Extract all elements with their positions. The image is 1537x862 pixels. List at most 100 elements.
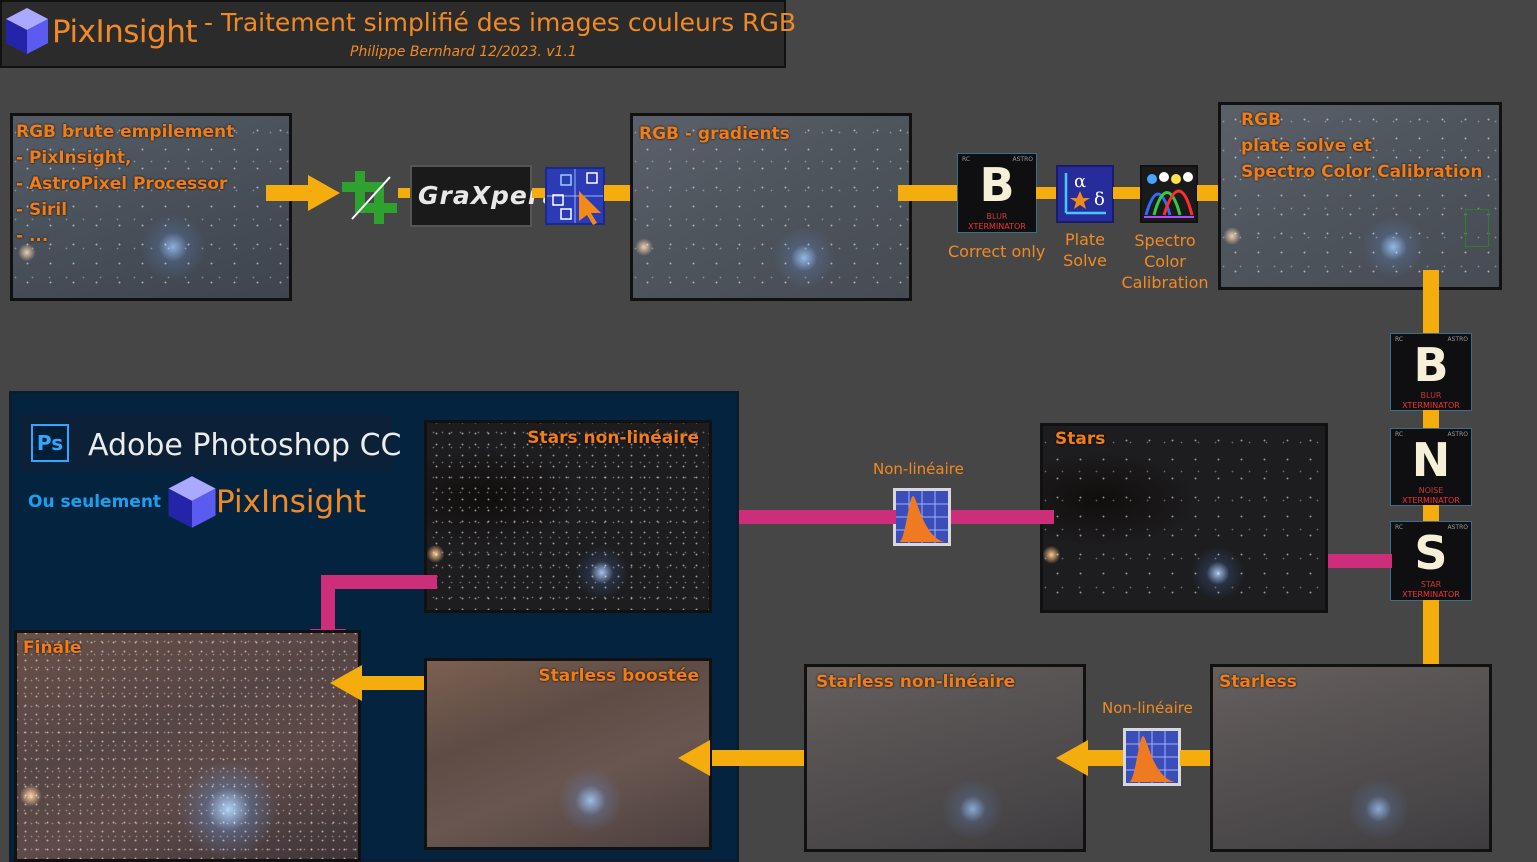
xterminator-label: XTERMINATOR bbox=[1402, 401, 1460, 410]
plate-solve-icon: α δ bbox=[1056, 165, 1114, 223]
arrow-head bbox=[678, 740, 710, 776]
s-letter: S bbox=[1414, 526, 1448, 580]
image-raw-rgb: RGB brute empilement - PixInsight, - Ast… bbox=[10, 113, 292, 301]
b-letter: B bbox=[979, 158, 1015, 212]
page-title: - Traitement simplifié des images couleu… bbox=[204, 8, 797, 37]
calibrated-label-line: RGB bbox=[1241, 110, 1282, 130]
arrow-shaft bbox=[950, 510, 1054, 524]
blurxterminator-icon: RC ASTRO B BLUR XTERMINATOR bbox=[1390, 333, 1472, 411]
caption-correct-only: Correct only bbox=[948, 242, 1046, 261]
starless-label: Starless bbox=[1219, 672, 1297, 692]
graxpert-logo: GraXpert bbox=[410, 165, 553, 227]
caption-line: Calibration bbox=[1121, 273, 1209, 292]
raw-label-line: - AstroPixel Processor bbox=[16, 174, 228, 194]
starless-nonlinear-label: Starless non-linéaire bbox=[816, 672, 1016, 692]
arrow-shaft bbox=[1197, 185, 1223, 201]
n-letter: N bbox=[1411, 433, 1451, 487]
starxterminator-icon: RC ASTRO S STAR XTERMINATOR bbox=[1390, 521, 1472, 601]
blur-label: BLUR bbox=[986, 212, 1008, 221]
stars-label: Stars bbox=[1055, 429, 1106, 449]
image-calibrated: RGB plate solve et Spectro Color Calibra… bbox=[1218, 102, 1502, 290]
rc-label: RC bbox=[1395, 336, 1404, 343]
arrow-shaft bbox=[898, 185, 960, 201]
image-stars-nonlinear: Stars non-linéaire bbox=[424, 420, 712, 613]
dbe-icon bbox=[545, 167, 605, 225]
connector bbox=[1423, 410, 1439, 430]
blur-label: BLUR bbox=[1420, 391, 1442, 400]
raw-label-line: - PixInsight, bbox=[16, 148, 132, 168]
arrow-shaft bbox=[712, 510, 896, 524]
final-label: Finale bbox=[23, 638, 82, 658]
image-final: Finale bbox=[14, 630, 361, 862]
raw-label-line: - ... bbox=[16, 226, 49, 246]
preview-box bbox=[1465, 209, 1489, 247]
alternative-label: Ou seulement bbox=[28, 492, 162, 512]
image-starless: Starless bbox=[1210, 664, 1492, 852]
calibrated-label-line: Spectro Color Calibration bbox=[1241, 162, 1483, 182]
pixinsight-logo-icon bbox=[168, 476, 216, 528]
page-subtitle: Philippe Bernhard 12/2023. v1.1 bbox=[350, 44, 577, 60]
spcc-icon bbox=[1140, 165, 1198, 223]
arrow-head bbox=[330, 665, 362, 701]
connector bbox=[1423, 505, 1439, 523]
noise-label: NOISE bbox=[1418, 486, 1444, 495]
alpha-symbol: α bbox=[1074, 171, 1086, 192]
arrow-shaft bbox=[1423, 600, 1439, 666]
graxpert-text: GraXpert bbox=[418, 181, 555, 210]
calibrated-label-line: plate solve et bbox=[1241, 136, 1372, 156]
arrow-shaft bbox=[321, 575, 437, 589]
photoshop-header bbox=[20, 415, 392, 471]
image-starless-nonlinear: Starless non-linéaire bbox=[804, 664, 1086, 852]
caption-line: Solve bbox=[1063, 251, 1107, 270]
star-label: STAR bbox=[1420, 580, 1442, 589]
noisexterminator-icon: RC ASTRO N NOISE XTERMINATOR bbox=[1390, 428, 1472, 506]
xterminator-label: XTERMINATOR bbox=[1402, 496, 1460, 505]
caption-line: Color bbox=[1144, 252, 1186, 271]
astro-label: ASTRO bbox=[1447, 431, 1468, 438]
stars-nonlinear-label: Stars non-linéaire bbox=[527, 428, 699, 448]
arrow-shaft bbox=[712, 750, 820, 766]
arrow-shaft bbox=[1423, 270, 1439, 336]
raw-label-line: - Siril bbox=[16, 200, 68, 220]
rc-label: RC bbox=[962, 156, 971, 163]
crop-icon bbox=[342, 171, 397, 224]
connector bbox=[1036, 187, 1058, 199]
caption-line: Spectro bbox=[1134, 231, 1196, 250]
astro-label: ASTRO bbox=[1447, 336, 1468, 343]
connector bbox=[398, 188, 410, 198]
image-stars: Stars bbox=[1040, 423, 1328, 613]
pixinsight-logo-icon bbox=[6, 8, 48, 54]
arrow-head bbox=[1056, 740, 1088, 776]
xterminator-label: XTERMINATOR bbox=[968, 222, 1026, 231]
astro-label: ASTRO bbox=[1012, 156, 1033, 163]
connector bbox=[532, 188, 546, 198]
title-box bbox=[0, 0, 786, 68]
arrow-shaft bbox=[360, 676, 438, 690]
caption-plate-solve: Plate Solve bbox=[1058, 229, 1112, 271]
histogram-icon bbox=[1123, 728, 1181, 786]
caption-non-lineaire-stars: Non-linéaire bbox=[873, 460, 964, 478]
astro-label: ASTRO bbox=[1447, 524, 1468, 531]
raw-label-line: RGB brute empilement bbox=[16, 122, 235, 142]
arrow-shaft bbox=[1085, 750, 1125, 766]
caption-non-lineaire-starless: Non-linéaire bbox=[1102, 699, 1193, 717]
caption-spcc: Spectro Color Calibration bbox=[1120, 230, 1210, 293]
rc-label: RC bbox=[1395, 431, 1404, 438]
pixinsight-logo-text: PixInsight bbox=[52, 14, 198, 50]
arrow-head bbox=[308, 175, 340, 211]
photoshop-title: Adobe Photoshop CC bbox=[88, 428, 402, 463]
photoshop-icon: Ps bbox=[31, 424, 69, 462]
connector bbox=[1113, 187, 1141, 199]
arrow-shaft bbox=[604, 185, 636, 201]
histogram-icon bbox=[893, 488, 951, 546]
b-letter: B bbox=[1413, 338, 1449, 392]
starless-boost-label: Starless boostée bbox=[538, 666, 699, 686]
arrow-shaft bbox=[1326, 554, 1392, 568]
blurxterminator-correct-icon: RC ASTRO B BLUR XTERMINATOR bbox=[957, 153, 1037, 233]
delta-symbol: δ bbox=[1094, 189, 1105, 210]
arrow-shaft bbox=[321, 575, 335, 631]
rc-label: RC bbox=[1395, 524, 1404, 531]
xterminator-label: XTERMINATOR bbox=[1402, 590, 1460, 599]
pixinsight-logo-text: PixInsight bbox=[216, 484, 367, 520]
arrow-shaft bbox=[266, 185, 310, 201]
